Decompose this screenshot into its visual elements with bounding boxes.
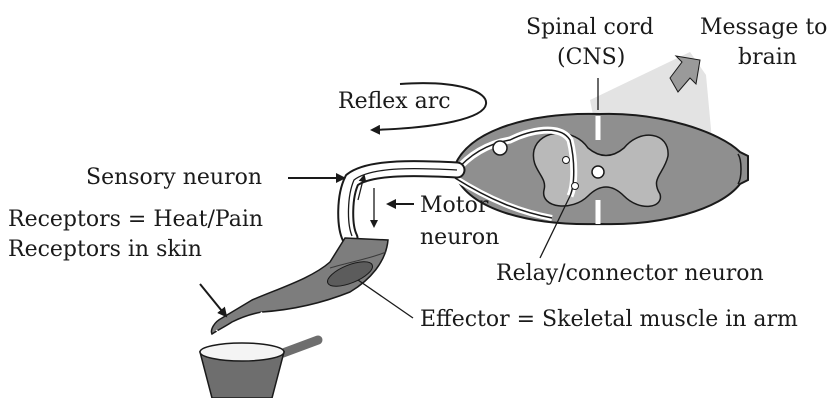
- message-to-brain-label-line2: brain: [738, 45, 797, 70]
- dorsal-root-ganglion: [493, 141, 507, 155]
- spinal-cord-label-line1: Spinal cord: [526, 15, 654, 40]
- relay-neuron-label: Relay/connector neuron: [496, 261, 764, 286]
- motor-neuron-label-line2: neuron: [420, 225, 499, 250]
- arm: [211, 238, 388, 334]
- reflex-arc-label: Reflex arc: [338, 89, 451, 114]
- effector-pointer: [358, 280, 413, 318]
- spinal-cord-cross-section: [455, 114, 748, 224]
- receptors-skin-label: Receptors in skin: [8, 237, 202, 262]
- receptors-heat-label: Receptors = Heat/Pain: [8, 207, 263, 232]
- message-to-brain-label-line1: Message to: [700, 15, 827, 40]
- sensory-neuron-label: Sensory neuron: [86, 165, 262, 190]
- hot-cup: [200, 340, 318, 398]
- effector-label: Effector = Skeletal muscle in arm: [420, 307, 798, 332]
- motor-neuron-label-line1: Motor: [420, 193, 489, 218]
- receptors-pointer: [200, 284, 226, 316]
- spinal-cord-label-line2: (CNS): [557, 45, 625, 70]
